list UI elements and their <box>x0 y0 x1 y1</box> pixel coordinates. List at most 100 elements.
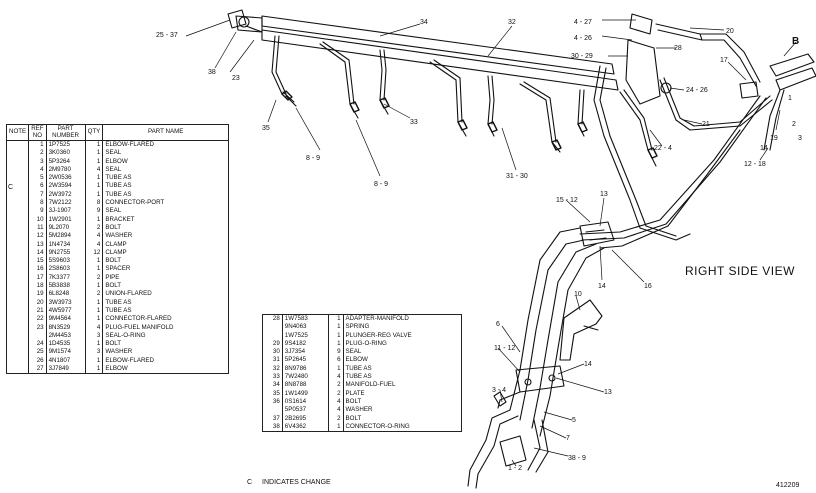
cell-qty: 1 <box>85 182 104 191</box>
cell-name: PLUNGER-REG VALVE <box>345 331 412 339</box>
cell-name: TUBE AS <box>345 373 372 381</box>
col-note: NOTE <box>6 124 30 141</box>
cell-name: TUBE AS <box>345 364 372 372</box>
cell-part: 8N9786 <box>282 364 330 374</box>
cell-qty: 2 <box>328 389 344 398</box>
cell-qty: 1 <box>85 265 104 274</box>
cell-ref: 14 <box>28 248 47 258</box>
cell-ref: 23 <box>28 323 47 332</box>
clamp-lower <box>515 365 565 393</box>
cell-qty: 1 <box>85 298 104 307</box>
callout: 14 <box>598 283 606 290</box>
cell-qty: 1 <box>328 314 344 324</box>
cell-ref: 33 <box>262 373 283 382</box>
cell-part: 0S1614 <box>282 397 330 407</box>
tube-2 <box>319 43 351 105</box>
cell-ref: 13 <box>28 240 47 249</box>
cell-ref: 4 <box>28 165 47 175</box>
cell-ref: 3 <box>28 157 47 166</box>
cell-name: TUBE AS <box>105 182 132 190</box>
cell-name: TUBE AS <box>105 306 132 314</box>
cell-name: SEAL <box>105 149 122 157</box>
cell-name: PLUG-O-RING <box>345 339 387 347</box>
callout: 2 <box>792 121 796 128</box>
cell-name: SEAL <box>105 207 122 215</box>
cell-ref: 15 <box>28 257 47 266</box>
callout: 8 - 9 <box>306 155 320 162</box>
cell-name: TUBE AS <box>105 174 132 182</box>
cell-part: 6V4362 <box>282 422 330 432</box>
cell-name: PLUG-FUEL MANIFOLD <box>105 323 174 331</box>
cell-note <box>6 265 30 274</box>
callout: 38 - 9 <box>568 455 586 462</box>
cell-ref: 29 <box>262 339 283 349</box>
col-name: PART NAME <box>102 124 229 141</box>
cell-name: TUBE AS <box>105 190 132 198</box>
cell-ref: 36 <box>262 397 283 407</box>
cell-note <box>6 315 30 324</box>
cell-ref: 35 <box>262 389 283 398</box>
table-header-row: NOTE REF NO PART NUMBER QTY PART NAME <box>6 124 229 141</box>
cell-qty: 4 <box>85 323 104 332</box>
callout: 14 <box>584 361 592 368</box>
cell-qty: 1 <box>328 339 344 349</box>
cell-name: BOLT <box>105 340 122 348</box>
col-qty: QTY <box>85 124 104 141</box>
cell-name: TUBE AS <box>105 298 132 306</box>
cell-ref: 25 <box>28 348 47 357</box>
cell-part: 1W2901 <box>46 215 86 224</box>
callout: 11 - 12 <box>494 345 515 352</box>
fuel-manifold <box>261 15 615 75</box>
callout: 23 <box>232 75 240 82</box>
cell-note <box>6 331 30 341</box>
cell-qty: 1 <box>328 422 344 432</box>
cell-qty: 1 <box>85 157 104 166</box>
callout: 13 <box>604 389 612 396</box>
cell-note <box>6 340 30 349</box>
view-title: RIGHT SIDE VIEW <box>685 264 795 278</box>
cell-part: 1P7525 <box>46 140 86 150</box>
cell-name: SEAL <box>345 348 362 356</box>
cell-note <box>6 232 30 241</box>
legend-mark: C <box>247 479 253 486</box>
cell-name: ADAPTER-MANIFOLD <box>345 315 409 322</box>
cell-part: 4N1807 <box>46 356 86 366</box>
cell-qty: 9 <box>328 348 344 357</box>
cell-part: 3W3973 <box>46 298 86 307</box>
cell-qty: 1 <box>85 365 104 374</box>
cell-part: 9S4182 <box>282 339 330 349</box>
cell-note <box>6 240 30 249</box>
cell-name: CONNECTOR-PORT <box>105 199 165 207</box>
cell-ref <box>262 406 283 415</box>
cell-qty: 1 <box>85 356 104 366</box>
cell-part: 8N8788 <box>282 381 330 390</box>
cell-part: 1N4734 <box>46 240 86 249</box>
cell-part: 5S9603 <box>46 257 86 266</box>
cell-qty: 2 <box>85 223 104 233</box>
cell-name: WASHER <box>105 348 133 356</box>
callout: 1 - 2 <box>508 465 522 472</box>
callout: 31 - 30 <box>506 173 528 180</box>
cell-qty: 1 <box>85 149 104 158</box>
callout: 14 <box>760 145 768 152</box>
cell-ref: 27 <box>28 365 47 374</box>
cell-name: BRACKET <box>105 215 135 223</box>
cell-qty: 1 <box>85 140 104 150</box>
cell-part: 7W2480 <box>282 373 330 382</box>
cell-ref: 9 <box>28 207 47 216</box>
